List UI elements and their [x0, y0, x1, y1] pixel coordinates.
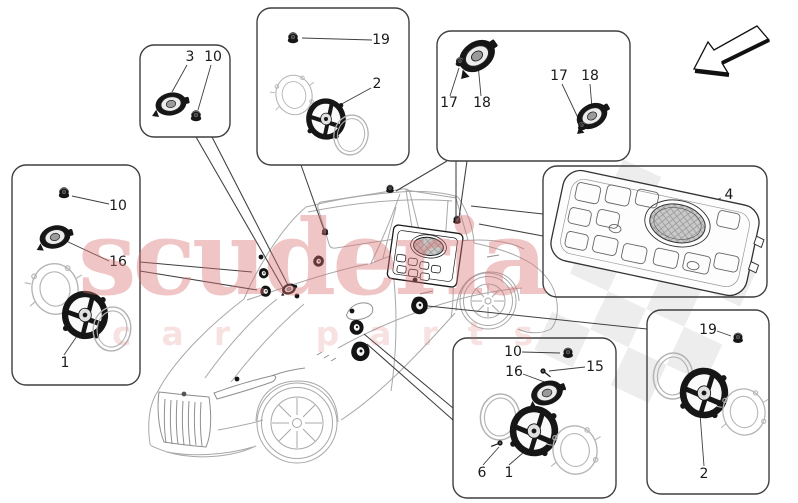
clip-icon	[385, 184, 395, 194]
tweeter-icon	[31, 220, 77, 254]
subwoofer-grille-icon	[413, 236, 444, 257]
clip-icon	[321, 228, 329, 236]
fastener-dot-icon	[234, 376, 240, 382]
detail-box-rear-door-speaker	[646, 309, 770, 495]
detail-box-front-door-speaker	[452, 337, 617, 499]
car-illustration	[148, 188, 558, 464]
clip-icon	[287, 31, 299, 44]
exploded-parts	[21, 30, 775, 480]
rear-wheel	[459, 272, 517, 330]
detail-boxes	[11, 7, 770, 499]
leader-lines	[139, 136, 648, 421]
dash-speaker-icon	[257, 266, 270, 280]
direction-arrow-icon	[692, 25, 771, 77]
clip-icon	[190, 109, 202, 122]
fastener-dot-icon	[412, 277, 418, 283]
detail-box-rear-tweeters	[436, 30, 631, 162]
screw-icon	[538, 367, 553, 378]
dash-speaker-icon	[260, 285, 272, 298]
tweeter-icon	[446, 30, 505, 84]
door-tweeter-icon	[347, 318, 366, 337]
clip-icon	[732, 332, 744, 344]
detail-box-parcel-shelf	[542, 165, 768, 298]
detail-box-dash-speakers	[11, 164, 141, 386]
detail-box-front-speaker	[256, 7, 410, 166]
clip-icon	[58, 186, 70, 199]
subwoofer-shelf-icon	[550, 169, 765, 297]
detail-box-tweeter-front	[139, 44, 231, 138]
tweeter-icon	[566, 95, 616, 138]
rear-shelf-in-car	[386, 224, 464, 288]
front-wheel	[256, 382, 338, 464]
dash-speaker-icon	[312, 254, 326, 268]
tweeter-icon	[147, 88, 193, 120]
clip-icon	[452, 215, 462, 225]
fastener-dot-icon	[258, 254, 264, 260]
fastener-dot-icon	[349, 308, 355, 314]
rear-door-speaker-icon	[409, 294, 430, 316]
fastener-dot-icon	[294, 293, 300, 299]
